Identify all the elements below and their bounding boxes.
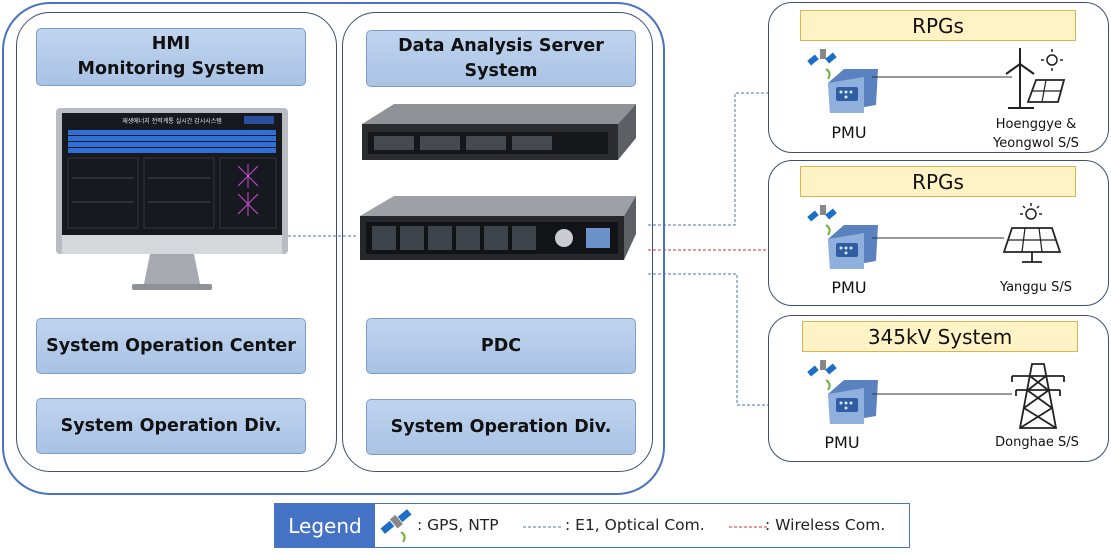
sun-icon (1020, 203, 1042, 220)
satellite-icon (380, 509, 412, 543)
pmu-link-line (872, 393, 1012, 395)
station-label: Hoenggye & Yeongwol S/S (993, 117, 1079, 151)
screen-header-text: 재생에너지 전력계통 실시간 감시시스템 (122, 117, 222, 125)
pmu-link-line (872, 76, 1012, 78)
station-label: Donghae S/S (995, 435, 1079, 450)
pmu-link-line (872, 237, 1004, 239)
legend-gps-text: : GPS, NTP (417, 516, 499, 534)
pdc-box: PDC (366, 318, 636, 374)
station-label: Yanggu S/S (999, 280, 1073, 295)
legend-title: Legend (275, 504, 375, 547)
solar-panel-icon (1026, 79, 1066, 103)
pmu-device-icon (807, 49, 878, 113)
site-tag: RPGs (800, 166, 1076, 197)
system-operation-div-right-box: System Operation Div. (366, 399, 636, 455)
legend-wireless-text: : Wireless Com. (765, 516, 886, 534)
system-operation-center-box: System Operation Center (36, 318, 306, 374)
server-icon (360, 196, 636, 260)
satellite-icon (807, 49, 837, 80)
hmi-monitoring-title: HMI Monitoring System (36, 28, 306, 86)
monitor-icon: 재생에너지 전력계통 실시간 감시시스템 (56, 108, 288, 290)
pmu-label: PMU (831, 123, 867, 142)
central-facility-frame (2, 2, 665, 495)
pmu-device-icon (807, 360, 878, 424)
site-tag: RPGs (800, 10, 1076, 41)
satellite-icon (807, 360, 837, 391)
e1-line-sample (523, 526, 561, 528)
transmission-tower-icon (1011, 363, 1065, 429)
data-analysis-server-title: Data Analysis Server System (366, 30, 636, 87)
wind-turbine-icon (1005, 48, 1066, 109)
satellite-icon (807, 205, 837, 236)
pmu-label: PMU (824, 433, 860, 452)
system-operation-div-left-box: System Operation Div. (36, 398, 306, 454)
legend-e1-text: : E1, Optical Com. (565, 516, 705, 534)
site-tag: 345kV System (802, 321, 1078, 352)
pmu-label: PMU (831, 278, 867, 297)
wireless-line-sample (729, 526, 767, 528)
solar-panel-icon (1002, 203, 1062, 263)
hmi-column (16, 12, 337, 472)
sun-icon (1041, 49, 1063, 71)
server-column (342, 12, 653, 472)
legend: Legend : GPS, NTP : E1, Optical Com. : W… (274, 503, 910, 548)
pmu-device-icon (807, 205, 878, 269)
server-icon (362, 104, 636, 160)
